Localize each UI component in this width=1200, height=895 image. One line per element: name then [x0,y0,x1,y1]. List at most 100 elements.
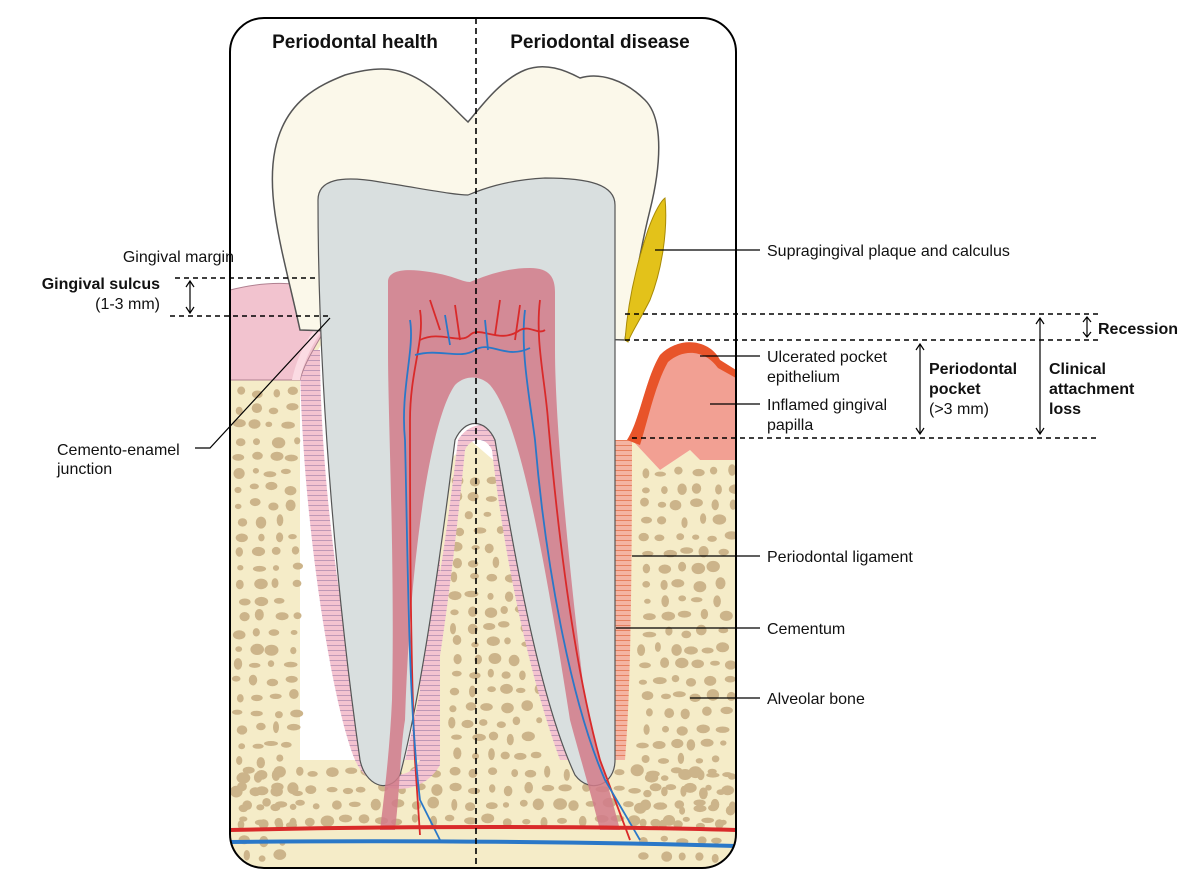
ulcerated-pocket-epithelium-band [627,342,736,445]
bone-cavity [504,591,514,602]
bone-cavity [652,677,667,685]
bone-cavity [237,781,247,792]
bone-cavity [686,739,696,751]
bone-cavity [521,700,533,711]
bone-cavity [469,477,480,487]
bone-cavity [252,743,264,749]
bone-cavity [284,486,297,496]
bone-cavity [662,725,669,733]
bone-cavity [264,644,279,656]
bone-cavity [553,798,567,810]
bone-cavity [728,801,736,813]
bone-cavity [690,597,703,603]
bone-cavity [242,766,255,774]
bone-cavity [685,678,697,687]
bone-cavity [692,534,700,540]
bone-cavity [630,764,644,777]
bone-cavity [271,578,279,589]
bone-cavity [707,535,717,542]
bone-cavity [231,675,241,682]
bone-cavity [358,814,370,824]
bone-cavity [701,817,715,823]
bone-cavity [512,716,521,726]
bone-cavity [706,560,720,573]
bone-cavity [521,731,535,742]
bone-cavity [235,406,243,415]
bone-cavity [724,675,736,683]
bone-cavity [254,578,268,590]
bone-cavity [701,647,714,654]
bone-cavity [679,806,686,815]
label-pocket-line2: pocket [929,381,981,398]
bone-cavity [515,687,526,694]
bone-cavity [444,814,455,822]
bone-cavity [345,767,358,774]
bone-cavity [664,708,675,719]
bone-cavity [275,801,288,808]
bone-cavity [237,820,245,830]
bone-cavity [671,738,684,749]
bone-cavity [674,800,685,809]
bone-cavity [724,660,736,670]
bone-cavity [234,486,242,494]
bone-cavity [450,623,456,635]
bone-cavity [486,573,498,582]
bone-cavity [641,691,654,701]
bone-cavity [688,766,703,779]
bone-cavity [307,771,318,777]
bone-cavity [716,642,730,653]
label-cementum: Cementum [767,621,845,638]
bone-cavity [640,497,649,507]
bone-cavity [248,662,261,668]
bone-cavity [644,598,651,604]
bone-cavity [305,785,317,794]
bone-cavity [642,581,651,588]
diagram-body [230,18,736,868]
bone-cavity [281,421,295,429]
bone-cavity [700,513,707,524]
bone-cavity [287,386,298,395]
bone-cavity [677,610,692,618]
bone-cavity [268,502,279,511]
bone-cavity [640,799,651,811]
bone-cavity [702,706,712,716]
bone-cavity [273,721,279,734]
bone-cavity [253,438,260,446]
bone-cavity [675,657,689,669]
bone-cavity [654,471,666,477]
cej-leader [195,317,331,449]
bone-cavity [678,561,687,572]
bone-cavity [707,768,717,775]
bone-cavity [236,725,248,735]
bone-cavity [235,646,243,652]
label-plaque: Supragingival plaque and calculus [767,243,1010,260]
bone-cavity [660,775,669,781]
bone-cavity [235,533,248,543]
bone-cavity [268,407,279,415]
alveolar-bone [230,330,736,868]
bone-cavity [660,657,670,668]
bone-cavity [273,849,287,860]
bone-cavity [646,708,653,717]
bone-cavity [642,631,657,638]
bone-cavity [293,612,302,620]
bone-cavity [468,768,478,778]
bone-cavity [271,782,284,792]
bone-cavity [285,675,298,683]
bone-cavity [710,660,720,666]
bone-cavity [258,855,266,862]
bone-cavity [286,403,299,411]
bone-cavity [411,814,419,823]
bone-cavity [657,501,667,508]
bone-cavity [709,466,718,475]
bone-cavity [243,850,250,861]
bone-cavity [660,579,668,591]
bone-cavity [464,511,473,520]
bone-cavity [649,783,662,792]
bone-cavity [471,545,480,551]
bone-cavity [657,516,667,525]
bone-cavity [498,621,510,628]
bone-cavity [711,837,722,844]
bone-cavity [267,660,275,667]
bone-cavity [255,786,269,796]
